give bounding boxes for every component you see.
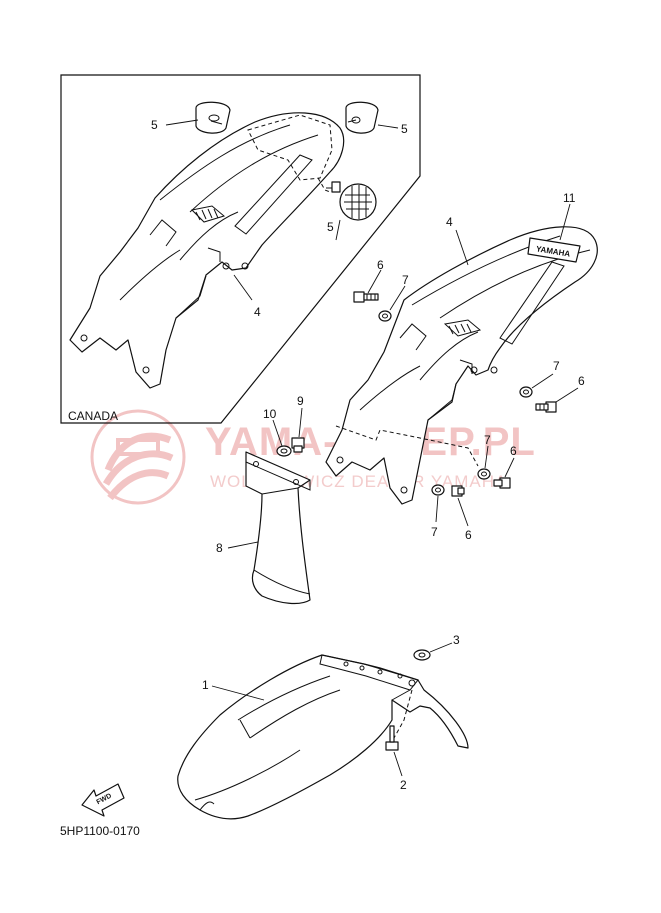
collar-7-top-icon <box>378 310 392 322</box>
callout-7-right: 7 <box>553 359 560 373</box>
leader-6-top <box>367 269 382 294</box>
diagram-code: 5HP1100-0170 <box>60 824 140 838</box>
leader-7-top <box>389 285 406 311</box>
bolt-6-bottom-icon <box>451 485 465 497</box>
leader-1 <box>211 685 265 701</box>
callout-8: 8 <box>216 541 223 555</box>
callout-5-bottom: 5 <box>327 220 334 234</box>
leader-5-bottom <box>335 219 341 241</box>
reflector-left-icon <box>195 101 231 134</box>
yamaha-decal: YAMAHA <box>527 237 581 263</box>
callout-7-mid: 7 <box>484 433 491 447</box>
leader-8 <box>227 541 259 549</box>
bolt-6-right-icon <box>535 401 557 413</box>
callout-6-mid: 6 <box>510 444 517 458</box>
watermark: YAMA-SKLEP.PL WOLICHOWICZ DEALER YAMAHA <box>90 409 535 505</box>
callout-4-main: 4 <box>446 215 453 229</box>
leader-7-bottom <box>435 495 439 523</box>
inset-rear-fender <box>69 112 345 389</box>
reflector-rear-icon <box>326 181 377 221</box>
fwd-arrow-icon: FWD <box>81 783 125 817</box>
callout-6-bottom: 6 <box>465 528 472 542</box>
leader-2 <box>393 751 403 777</box>
leader-6-bottom <box>457 497 469 527</box>
callout-11: 11 <box>563 191 576 205</box>
reflector-right-icon <box>345 101 379 134</box>
watermark-logo-icon <box>90 409 186 505</box>
bolt-2-icon <box>385 725 399 751</box>
leader-3 <box>429 642 453 653</box>
leader-7-right <box>531 373 554 389</box>
callout-2: 2 <box>400 778 407 792</box>
fastener-alignment <box>393 689 413 739</box>
leader-11 <box>559 203 571 241</box>
front-fender <box>177 654 469 820</box>
callout-10: 10 <box>263 407 277 421</box>
collar-10-icon <box>276 445 292 457</box>
callout-5-right: 5 <box>401 122 408 136</box>
callout-1: 1 <box>202 678 209 692</box>
leader-6-mid <box>504 457 515 478</box>
collar-7-right-icon <box>519 386 533 398</box>
rear-fender: YAMAHA <box>325 226 598 505</box>
canada-inset: CANADA <box>60 74 421 424</box>
leader-10 <box>272 419 283 447</box>
nut-3-icon <box>413 649 431 661</box>
mud-flap <box>245 451 311 605</box>
collar-7-mid-icon <box>477 468 491 480</box>
callout-4-inset: 4 <box>254 305 261 319</box>
callout-3: 3 <box>453 633 460 647</box>
leader-5-left <box>165 119 199 126</box>
bolt-9-icon <box>291 437 305 453</box>
leader-6-right <box>555 387 579 403</box>
callout-9: 9 <box>297 394 304 408</box>
callout-7-top: 7 <box>402 273 409 287</box>
callout-6-right: 6 <box>578 374 585 388</box>
callout-6-top: 6 <box>377 258 384 272</box>
callout-7-bottom: 7 <box>431 525 438 539</box>
leader-4-main <box>455 229 469 266</box>
bolt-6-top-icon <box>353 291 379 303</box>
leader-4-inset <box>233 274 253 301</box>
leader-7-mid <box>484 445 489 469</box>
leader-5-right <box>377 124 399 129</box>
inset-label: CANADA <box>68 409 118 423</box>
bolt-6-mid-icon <box>493 477 511 489</box>
callout-5-left: 5 <box>151 118 158 132</box>
leader-9 <box>298 407 303 438</box>
collar-7-bottom-icon <box>431 484 445 496</box>
